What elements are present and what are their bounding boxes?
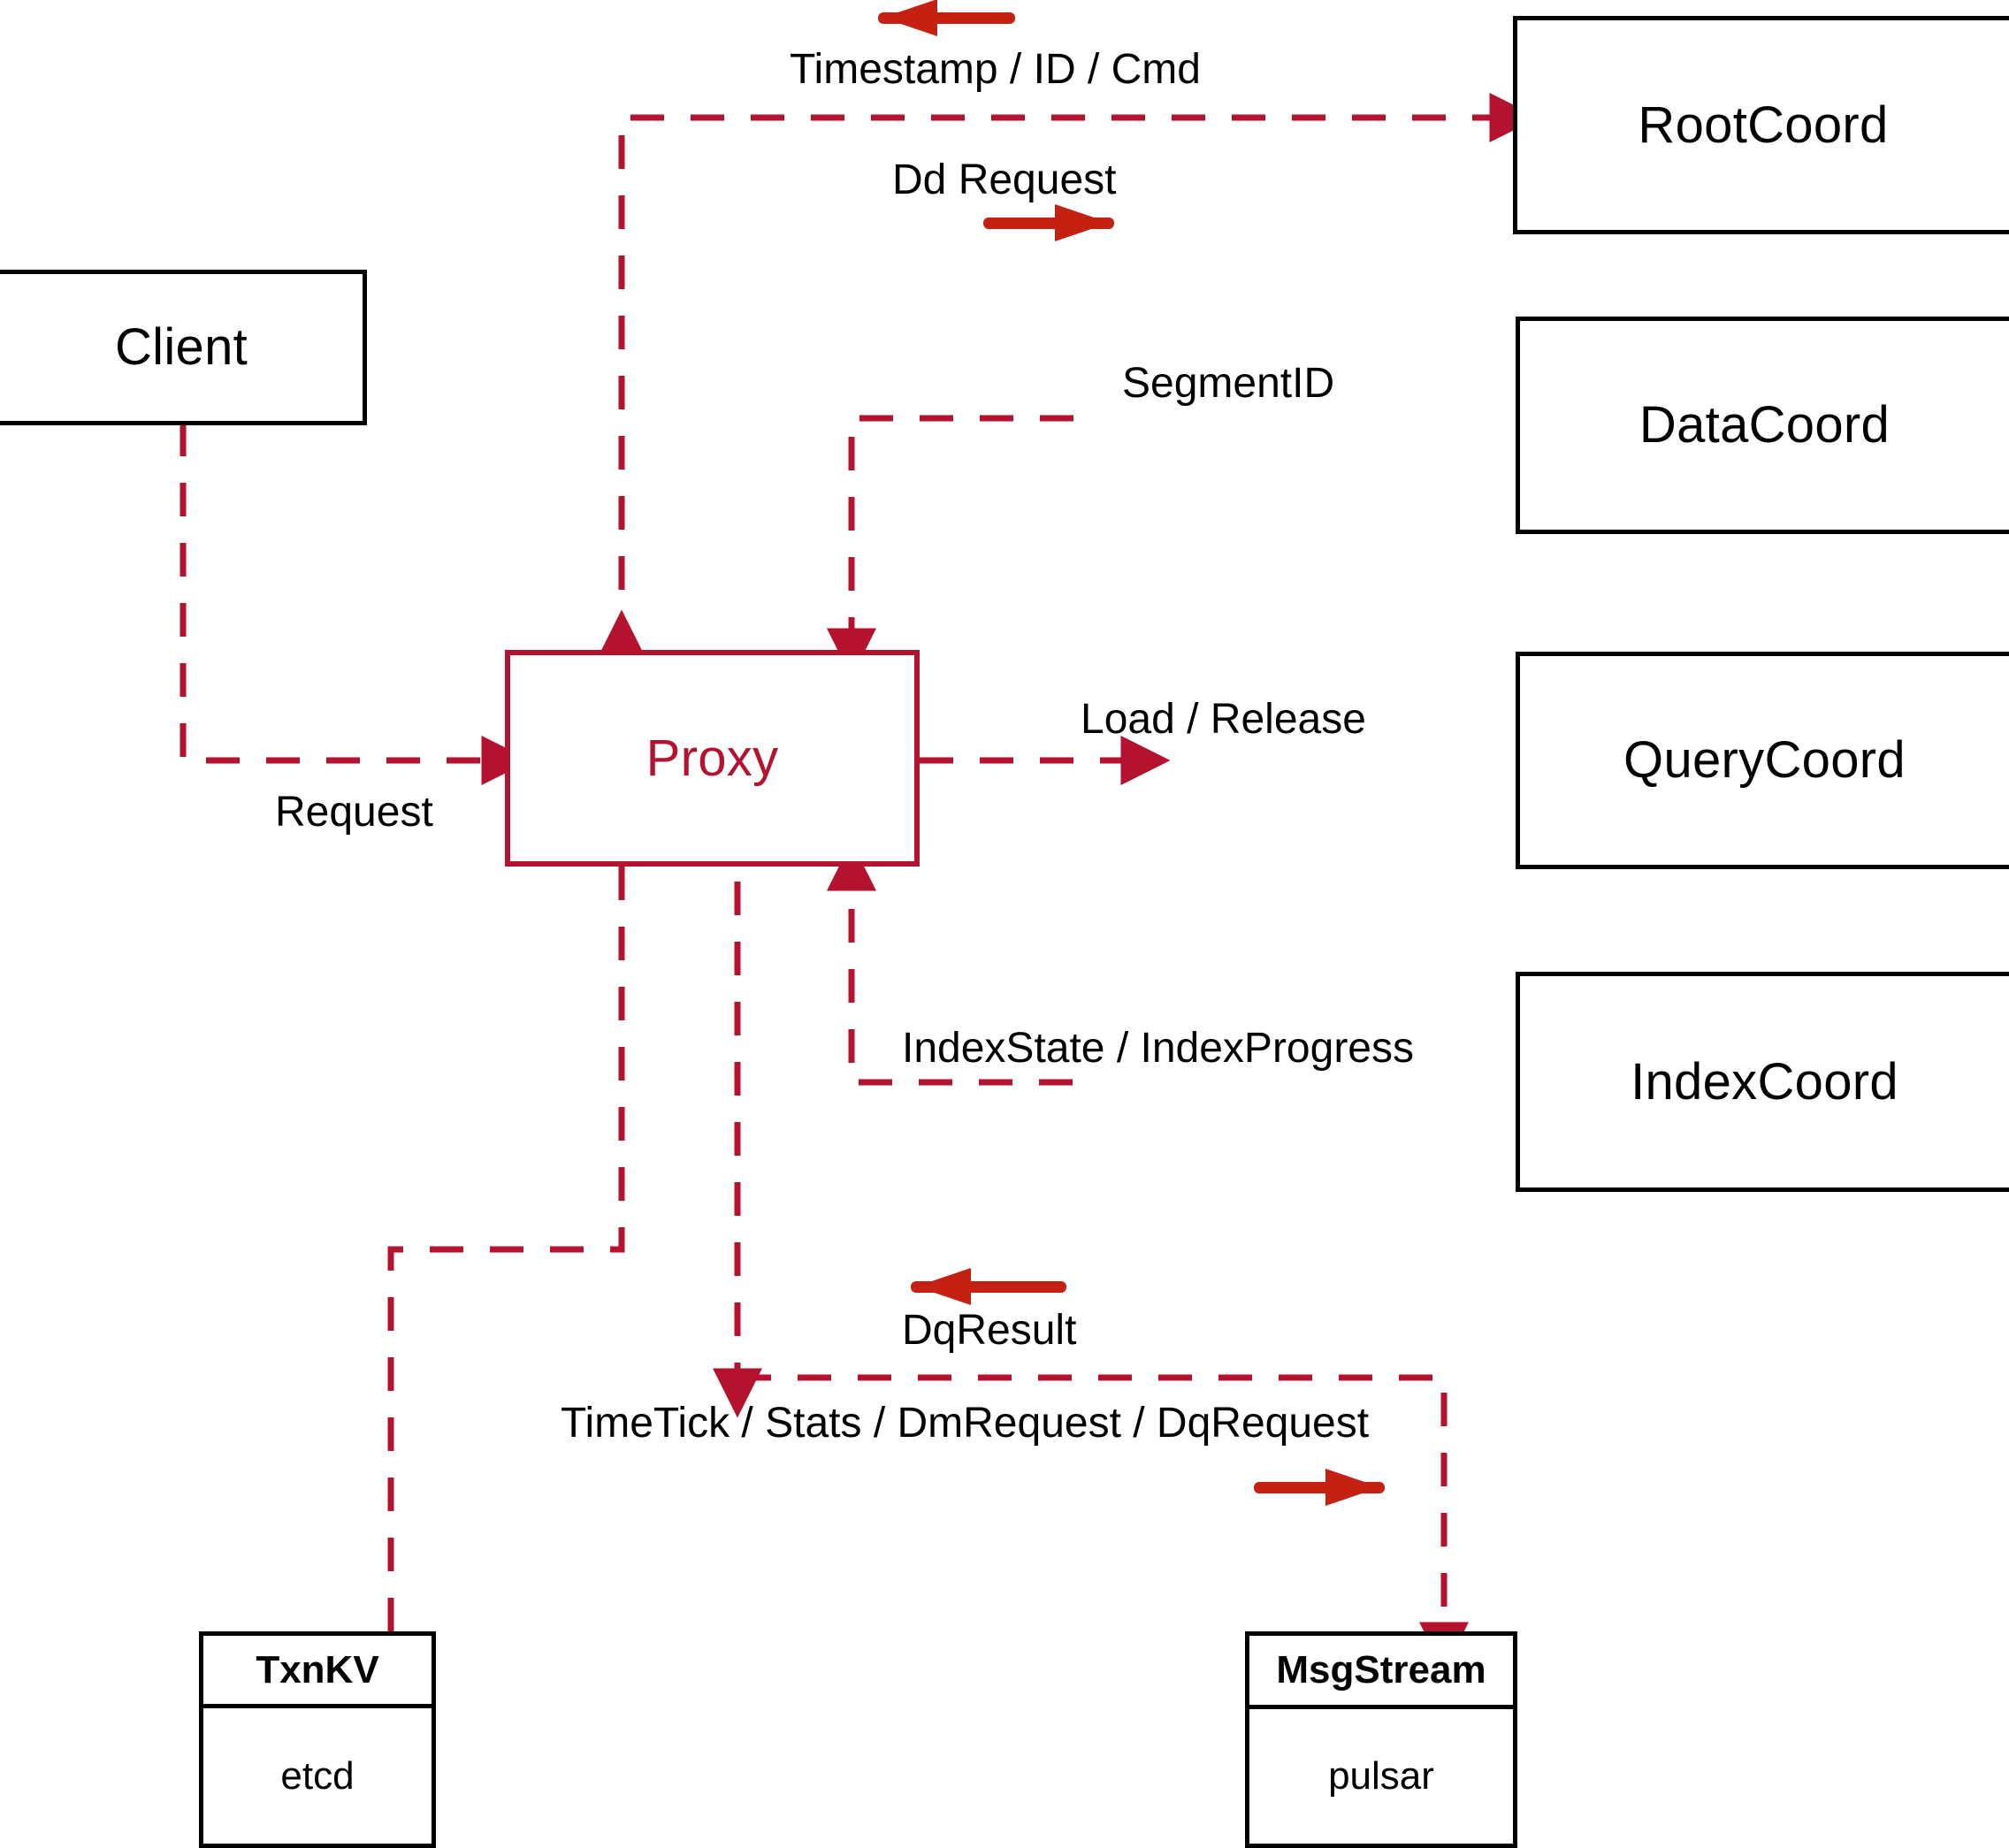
edge-label-timestamp-id-cmd: Timestamp / ID / Cmd [790,46,1201,93]
node-rootcoord-label: RootCoord [1638,95,1889,154]
edge-label-load-release: Load / Release [1081,696,1366,743]
node-datacoord-label: DataCoord [1639,396,1891,454]
node-txnkv-body: etcd [280,1753,355,1798]
node-txnkv[interactable]: TxnKV etcd [199,1631,436,1848]
node-rootcoord[interactable]: RootCoord [1513,16,2009,234]
node-querycoord-label: QueryCoord [1623,731,1906,789]
edge-proxy-to-txnkv [387,867,625,1631]
node-indexcoord-label: IndexCoord [1631,1052,1898,1111]
edge-client-to-proxy [180,423,531,785]
edge-label-dd-request: Dd Request [892,157,1117,203]
node-client-label: Client [114,318,248,376]
edge-datacoord-to-proxy [827,415,1073,678]
edge-label-timetick-stats-dmrequest-dqrequest: TimeTick / Stats / DmRequest / DqRequest [561,1400,1370,1447]
node-client[interactable]: Client [0,270,367,425]
node-querycoord[interactable]: QueryCoord [1516,652,2009,869]
node-msgstream-header: MsgStream [1249,1636,1513,1709]
node-indexcoord[interactable]: IndexCoord [1516,972,2009,1192]
edge-label-request: Request [275,789,433,836]
node-msgstream[interactable]: MsgStream pulsar [1245,1631,1517,1848]
node-proxy-label: Proxy [645,729,779,787]
edge-indexcoord-to-proxy [827,841,1073,1086]
arrow-left-timestamp [878,0,1015,36]
direction-indicator-arrows [878,0,1385,1506]
edge-label-dqresult: DqResult [902,1307,1077,1354]
node-txnkv-header: TxnKV [203,1636,432,1708]
node-datacoord[interactable]: DataCoord [1516,317,2009,534]
node-msgstream-body: pulsar [1328,1754,1434,1798]
arrow-left-dqresult [911,1268,1066,1305]
edge-label-indexstate-indexprogress: IndexState / IndexProgress [902,1025,1414,1072]
arrow-right-dq-request [1254,1469,1385,1506]
node-proxy[interactable]: Proxy [505,650,920,867]
arrow-right-dd-request [983,204,1114,241]
edge-label-segmentid: SegmentID [1122,360,1335,407]
